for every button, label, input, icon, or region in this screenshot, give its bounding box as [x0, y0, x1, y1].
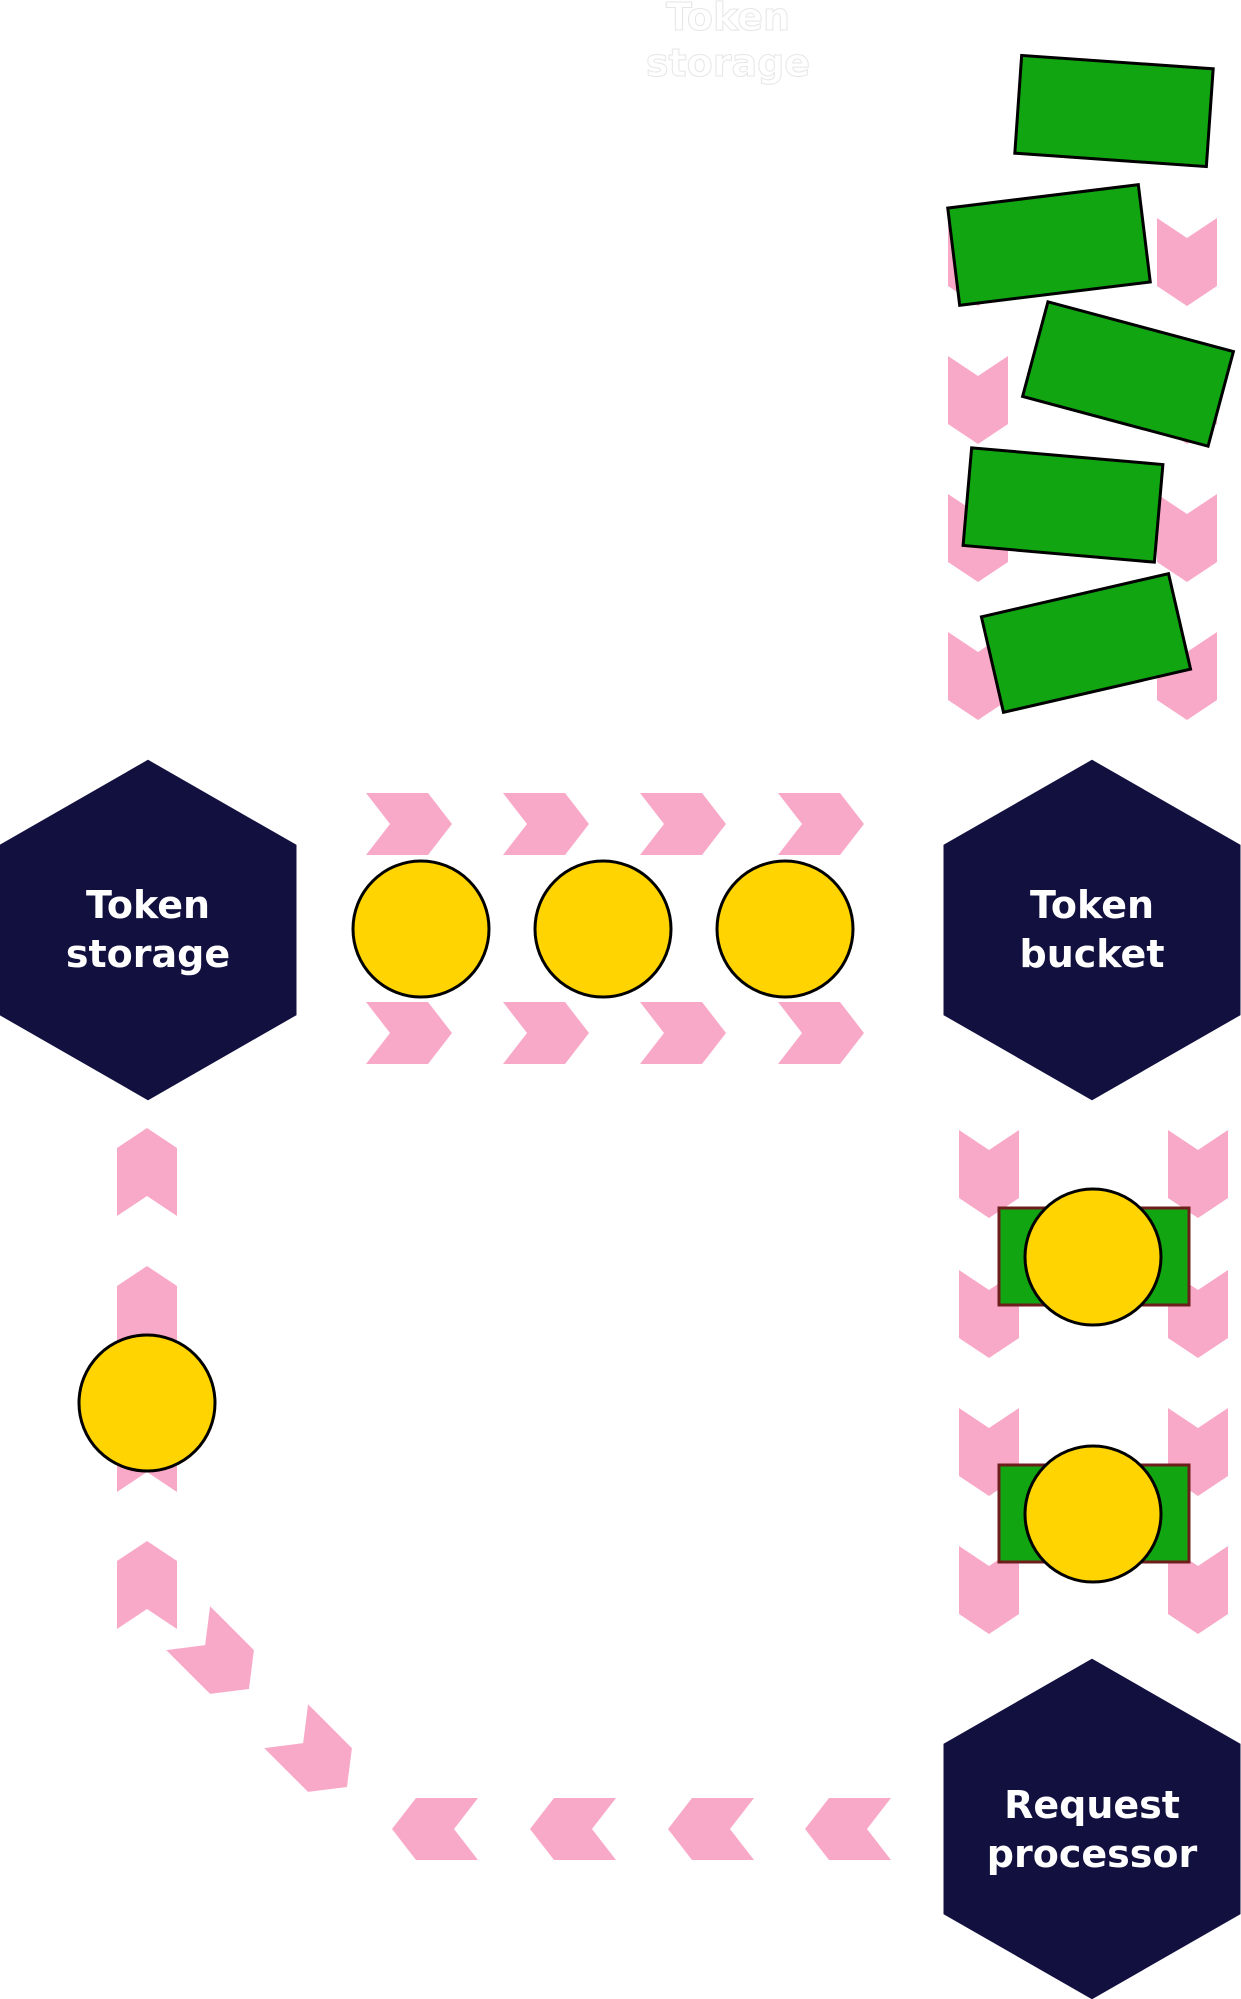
flow-chevron [503, 793, 589, 855]
token-bucket-hexagon [940, 756, 1241, 1104]
flow-chevron [1157, 218, 1217, 306]
flow-chevron [117, 1266, 177, 1354]
flow-chevron [264, 1704, 352, 1792]
flow-chevron [948, 356, 1008, 444]
flow-chevron [778, 793, 864, 855]
flow-chevron [392, 1798, 478, 1860]
token-bucket-label-line1: Token [1030, 883, 1154, 927]
token-storage-label-line1: Token [86, 883, 210, 927]
token [715, 859, 855, 999]
token [351, 859, 491, 999]
request-processor-label-line1: Request [1004, 1783, 1180, 1827]
token-bucket-label-line2: bucket [1020, 932, 1165, 976]
incoming-request [1020, 299, 1236, 449]
flow-chevron [805, 1798, 891, 1860]
flow-chevron [166, 1606, 254, 1694]
token [533, 859, 673, 999]
node-token-storage: Token storage [0, 756, 300, 1104]
ghost-label-line1: Token [666, 0, 790, 39]
incoming-request [946, 182, 1152, 308]
token [1023, 1444, 1163, 1584]
flow-chevron [668, 1798, 754, 1860]
flow-chevron [778, 1002, 864, 1064]
request-with-token [997, 1444, 1191, 1584]
flow-chevron [959, 1546, 1019, 1634]
incoming-requests [946, 53, 1236, 715]
flow-chevron [640, 1002, 726, 1064]
ghost-label-line2: storage [646, 41, 810, 85]
returning-tokens [77, 1333, 217, 1473]
incoming-request [979, 571, 1193, 715]
token-storage-hexagon [0, 756, 300, 1104]
flow-chevron [117, 1128, 177, 1216]
request-with-token [997, 1187, 1191, 1327]
incoming-request [1013, 53, 1215, 169]
node-token-bucket: Token bucket [940, 756, 1241, 1104]
ghost-label: Token storage [645, 0, 810, 86]
flow-chevron [530, 1798, 616, 1860]
flow-chevron [959, 1130, 1019, 1218]
flow-chevron [1168, 1130, 1228, 1218]
request-processor-label-line2: processor [987, 1832, 1198, 1876]
flow-chevron [503, 1002, 589, 1064]
tokens-in-transit [351, 859, 855, 999]
requests-with-tokens [997, 1187, 1191, 1584]
token-storage-label-line2: storage [66, 932, 230, 976]
node-request-processor: Request processor [940, 1655, 1241, 1999]
token [77, 1333, 217, 1473]
return-flow-arrows [117, 1128, 891, 1860]
flow-chevron [366, 793, 452, 855]
flow-chevron [640, 793, 726, 855]
token [1023, 1187, 1163, 1327]
storage-to-bucket-arrows [366, 793, 864, 1064]
incoming-request [961, 446, 1165, 564]
flow-chevron [366, 1002, 452, 1064]
flow-chevron [1168, 1546, 1228, 1634]
request-processor-hexagon [940, 1655, 1241, 1999]
flow-chevron [1157, 494, 1217, 582]
flow-chevron [117, 1541, 177, 1629]
